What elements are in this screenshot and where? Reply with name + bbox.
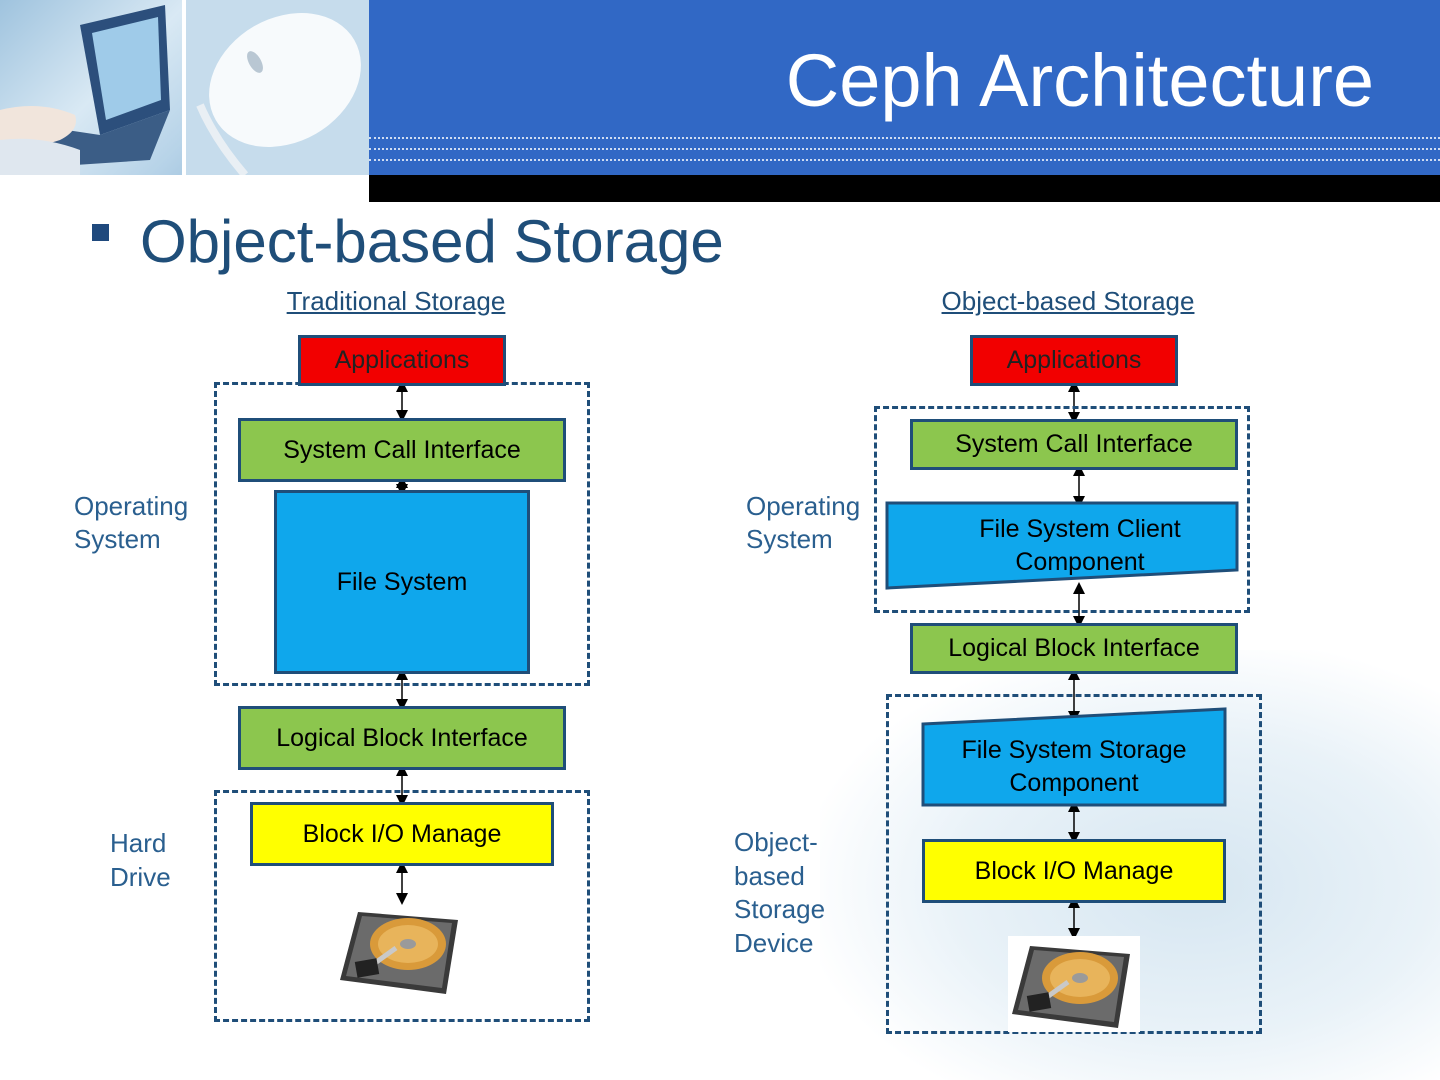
header-dotted-line [369,148,1440,150]
header-dotted-line [369,137,1440,139]
fs-client-component-label: File System Client Component [979,515,1181,576]
file-system-box: File System [274,490,530,674]
slide-title: Ceph Architecture [785,39,1374,122]
applications-box: Applications [298,335,506,386]
osd-group-box [886,694,1262,1034]
system-call-interface-box: System Call Interface [238,418,566,482]
object-based-storage-heading: Object-based Storage [941,286,1195,316]
hard-disk-icon [1008,936,1140,1032]
bullet-square-icon [92,224,109,241]
header-band [369,0,1440,175]
bullet-text: Object-based Storage [140,208,724,275]
traditional-storage-heading: Traditional Storage [286,286,506,316]
slide-header: Ceph Architecture [0,0,1440,202]
fs-storage-shape [921,707,1227,807]
header-dotted-line [369,159,1440,161]
header-black-bar [369,175,1440,202]
fs-client-shape [885,501,1239,590]
hard-disk-icon [338,902,466,998]
operating-system-label-obj: Operating System [746,491,861,554]
fs-storage-component-label: File System Storage Component [961,736,1187,797]
osd-label: Object- based Storage Device [734,827,826,958]
applications-box-obj: Applications [970,335,1178,386]
operating-system-label: Operating System [74,491,189,554]
block-io-manage-box-obj: Block I/O Manage [922,839,1226,903]
logical-block-interface-box-obj: Logical Block Interface [910,623,1238,674]
logical-block-interface-box: Logical Block Interface [238,706,566,770]
hard-drive-group-box [214,790,590,1022]
hard-drive-label: Hard Drive [110,828,171,892]
block-io-manage-box: Block I/O Manage [250,802,554,866]
os-group-box-obj [874,406,1250,613]
system-call-interface-box-obj: System Call Interface [910,419,1238,470]
laptop-mouse-photo [0,0,369,175]
